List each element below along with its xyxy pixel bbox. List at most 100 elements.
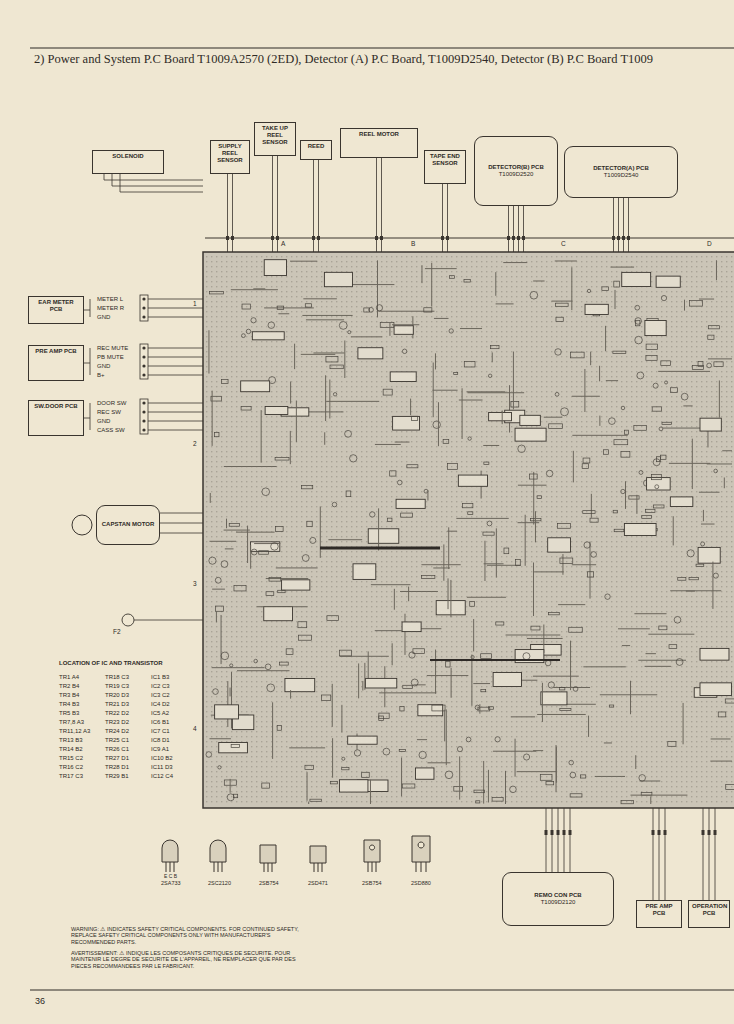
copper-trace (447, 531, 457, 532)
component-outline (483, 532, 494, 535)
copper-trace (699, 299, 714, 300)
copper-trace (467, 597, 506, 598)
copper-trace (332, 738, 333, 777)
table-cell: TR1 A4 (58, 674, 80, 681)
ic-outline (264, 606, 293, 620)
component-outline (614, 281, 620, 287)
jumper-wire (430, 659, 560, 661)
component-outline (489, 707, 494, 709)
copper-trace (224, 530, 250, 531)
component-label: REEL MOTOR (344, 131, 414, 138)
copper-trace (686, 591, 695, 592)
part-label: 2SB754 (258, 880, 280, 886)
component-box: TAKE UP REEL SENSOR (254, 122, 296, 156)
pad (268, 322, 275, 329)
component-outline (604, 450, 609, 455)
copper-trace (358, 663, 359, 698)
component-label: DETECTOR(A) PCB (568, 165, 674, 172)
component-outline (609, 705, 613, 707)
part-label: 2SA733 (160, 880, 182, 886)
wire (227, 240, 228, 252)
wire (112, 174, 113, 186)
copper-trace (719, 380, 720, 417)
connector-pin (276, 236, 279, 240)
wire (546, 808, 547, 872)
pad (524, 754, 530, 760)
to220-outline (364, 840, 380, 862)
component-outline (645, 509, 654, 512)
wire (518, 240, 519, 252)
ic-outline (241, 381, 270, 392)
pad (488, 374, 491, 377)
pad (332, 502, 337, 507)
table-cell: TR21 D3 (104, 701, 130, 708)
wire (120, 174, 121, 192)
copper-trace (435, 650, 436, 694)
component-outline (549, 424, 563, 429)
ic-outline (285, 679, 315, 692)
copper-trace (216, 611, 217, 622)
connector-pin (612, 236, 615, 240)
copper-trace (562, 554, 563, 575)
to92-outline (210, 840, 226, 862)
wire (313, 240, 314, 252)
component-outline (671, 388, 678, 393)
component-outline (725, 699, 734, 703)
copper-trace (711, 738, 731, 739)
copper-trace (392, 324, 419, 325)
copper-trace (590, 542, 591, 599)
connector-pin (708, 830, 711, 835)
part-label: CASS SW (96, 427, 126, 434)
wire (508, 206, 509, 236)
copper-trace (444, 710, 445, 742)
jumper-wire (320, 547, 440, 550)
component-outline (613, 351, 626, 353)
pad (419, 751, 426, 758)
component-box: OPERATION PCB (688, 900, 730, 928)
table-cell: IC6 B1 (150, 719, 170, 726)
ic-outline (700, 418, 721, 431)
component-outline (305, 765, 313, 769)
pad (339, 322, 347, 330)
copper-trace (583, 666, 625, 667)
component-box: SOLENOID (92, 150, 164, 174)
copper-trace (625, 481, 626, 509)
table-cell: IC10 B2 (150, 755, 174, 762)
connector-pin (664, 830, 667, 835)
wire (160, 513, 203, 514)
copper-trace (325, 375, 326, 421)
component-outline (275, 458, 289, 460)
copper-trace (533, 676, 579, 677)
bottom-rule (30, 990, 734, 991)
copper-trace (646, 653, 656, 654)
copper-trace (535, 511, 536, 542)
connector-pin (512, 236, 515, 240)
copper-trace (699, 492, 720, 493)
component-box: REED (300, 140, 332, 160)
copper-trace (543, 625, 544, 653)
copper-trace (556, 747, 557, 783)
part-label: DOOR SW (96, 400, 127, 407)
pad (555, 349, 562, 356)
copper-trace (555, 260, 577, 261)
component-label: T1009D2540 (568, 172, 674, 179)
connector-pin (627, 236, 630, 240)
component-outline (424, 308, 432, 312)
copper-trace (208, 330, 209, 373)
copper-trace (505, 771, 506, 804)
component-outline (614, 529, 624, 531)
connector-strip (205, 238, 734, 239)
part-label: C (560, 240, 567, 247)
wire (148, 317, 203, 318)
copper-trace (231, 672, 232, 728)
wire (120, 192, 203, 193)
pad (348, 331, 351, 334)
pad (246, 329, 250, 333)
component-label: DETECTOR(B) PCB (478, 164, 554, 171)
copper-trace (225, 548, 234, 549)
connector-pin (142, 306, 145, 309)
copper-trace (493, 751, 536, 752)
table-cell: TR22 D2 (104, 710, 130, 717)
table-cell: TR29 B1 (104, 773, 130, 780)
copper-trace (227, 681, 228, 727)
